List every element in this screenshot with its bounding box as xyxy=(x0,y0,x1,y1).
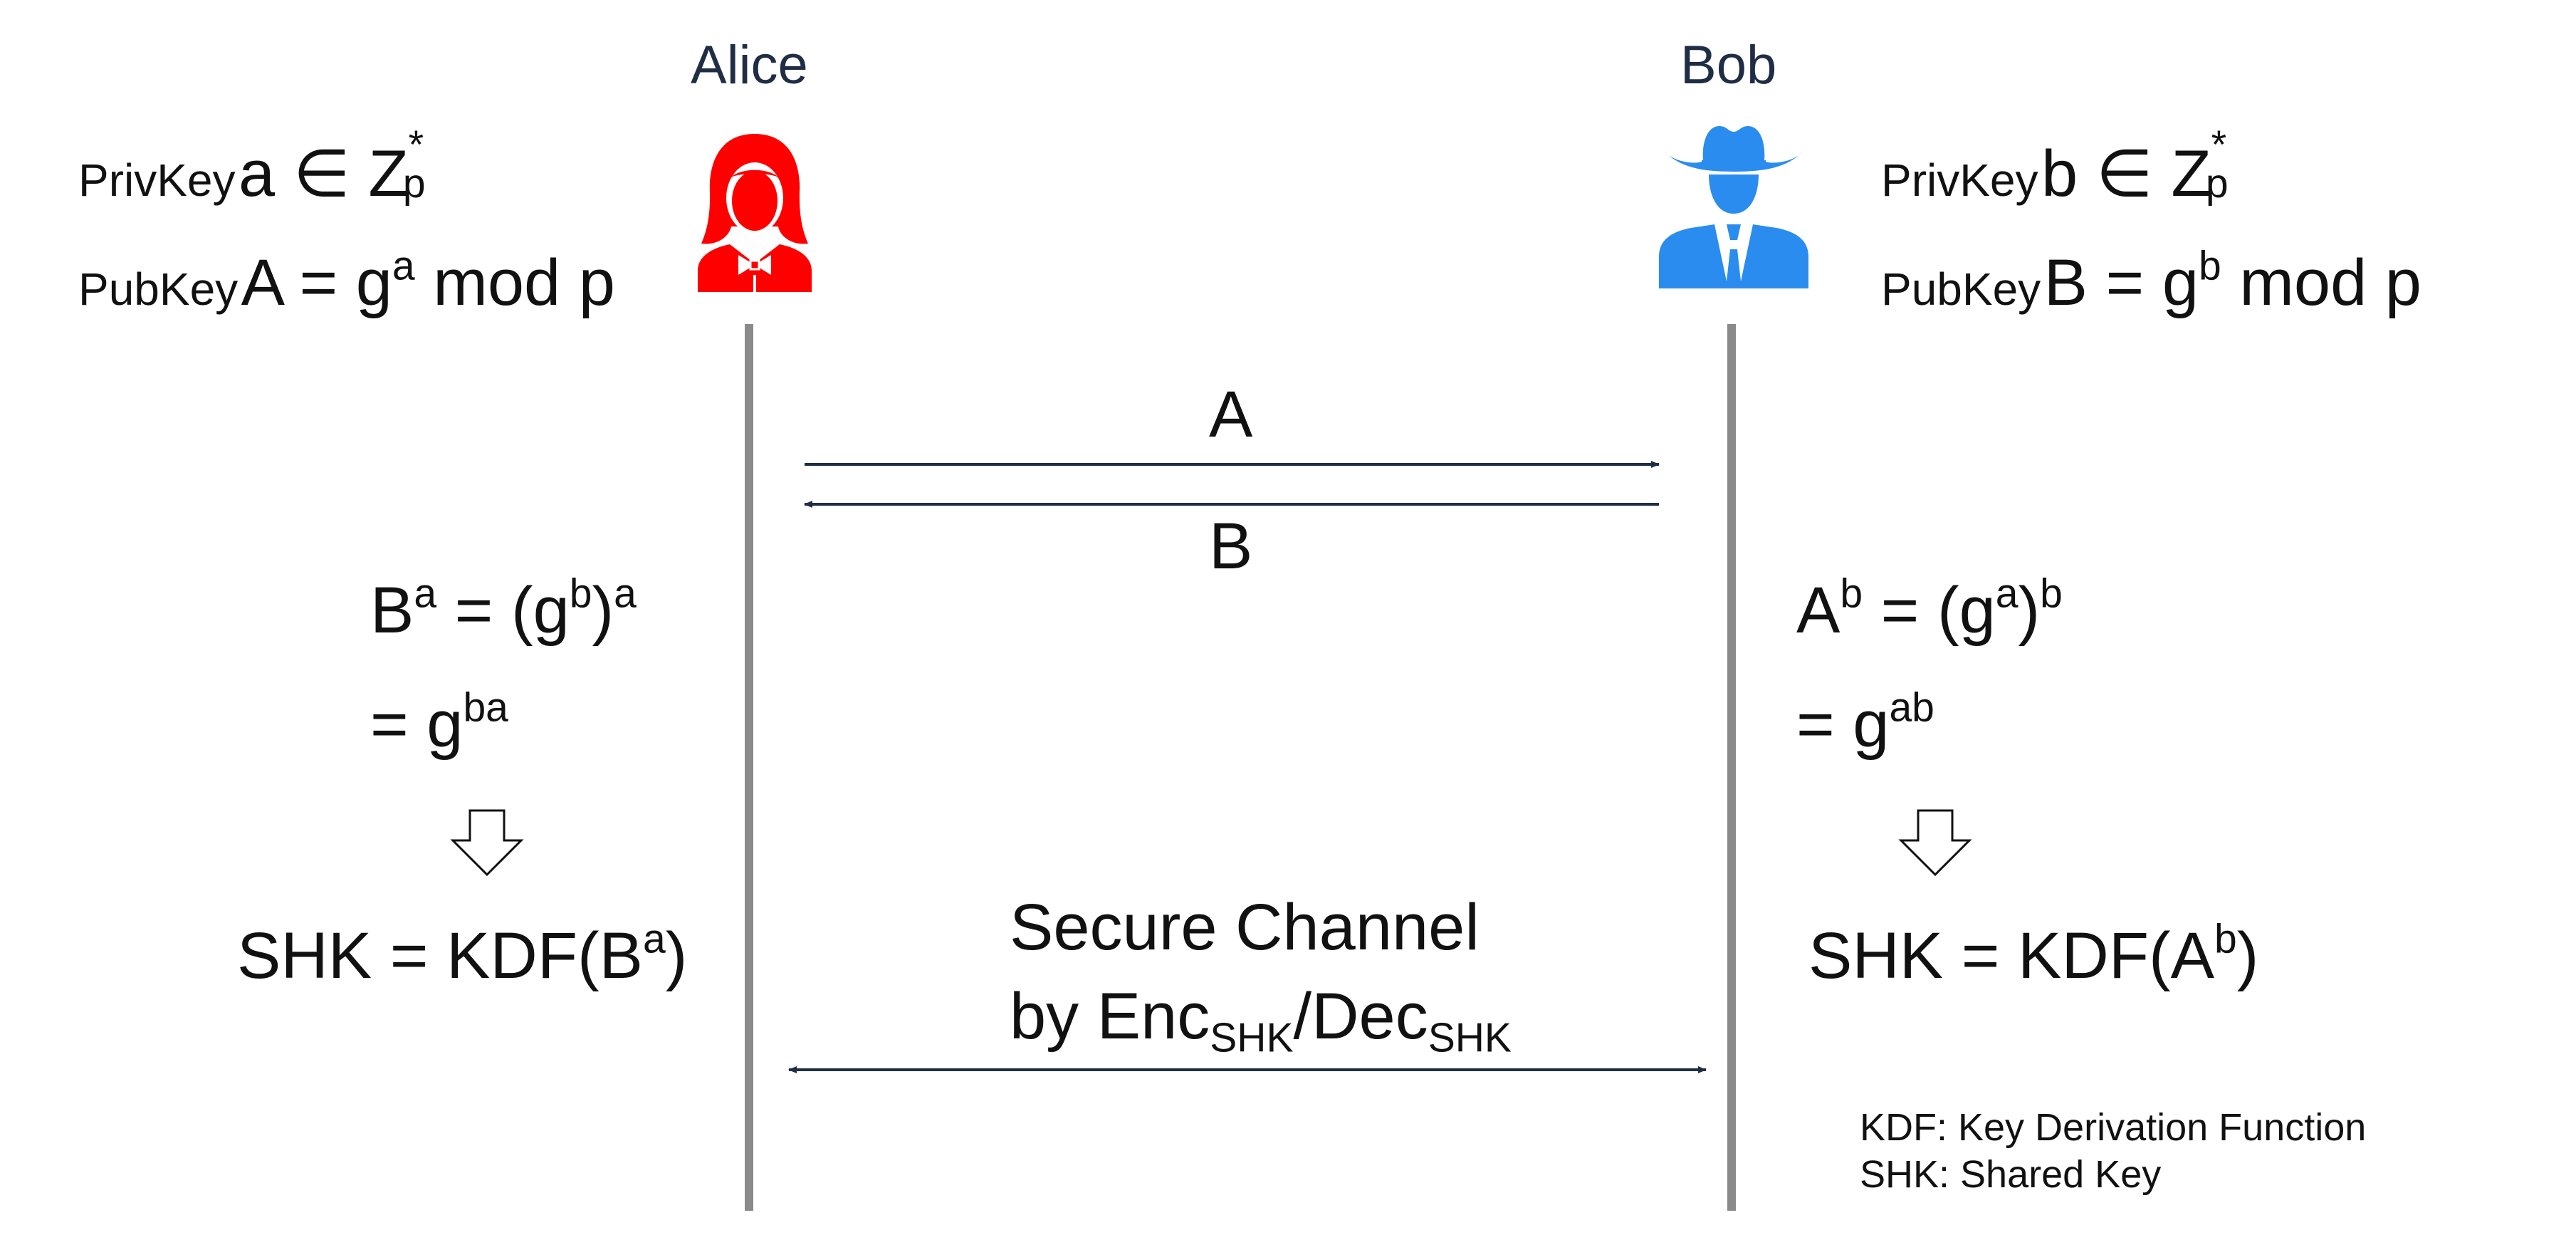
alice-lifeline xyxy=(745,324,753,1211)
bob-private-key: PrivKey b ∈ Z*p xyxy=(1881,122,2229,212)
cowboy-avatar-icon xyxy=(1659,126,1808,288)
alice-shared-key: SHK = KDF(Ba) xyxy=(237,916,688,992)
bob-shared-key: SHK = KDF(Ab) xyxy=(1808,916,2259,992)
bob-name: Bob xyxy=(1680,35,1777,95)
alice-calc-line2: = gba xyxy=(370,684,508,761)
alice-priv-label: PrivKey xyxy=(78,155,236,206)
alice-name: Alice xyxy=(691,35,808,95)
alice-priv-expr: a ∈ Z*p xyxy=(238,122,426,210)
down-arrow-icon xyxy=(450,809,524,877)
bob-calc-line1: Ab = (ga)b xyxy=(1796,570,2063,647)
woman-avatar-icon xyxy=(698,134,812,292)
bob-calc-line2: = gab xyxy=(1796,684,1934,761)
alice-calc-line1: Ba = (gb)a xyxy=(370,570,637,647)
alice-pub-expr: A = ga mod p xyxy=(241,243,615,319)
alice-public-key: PubKey A = ga mod p xyxy=(78,246,615,321)
message-a-label: A xyxy=(1209,378,1253,451)
down-arrow-icon xyxy=(1898,809,1972,877)
bob-priv-label: PrivKey xyxy=(1881,155,2038,206)
bob-pub-expr: B = gb mod p xyxy=(2043,243,2421,319)
alice-pub-label: PubKey xyxy=(78,264,239,315)
secure-channel-title: Secure Channel xyxy=(1010,891,1480,964)
alice-private-key: PrivKey a ∈ Z*p xyxy=(78,122,426,212)
legend-kdf: KDF: Key Derivation Function xyxy=(1860,1106,2367,1149)
bob-public-key: PubKey B = gb mod p xyxy=(1881,246,2421,321)
legend: KDF: Key Derivation Function SHK: Shared… xyxy=(1860,1104,2366,1198)
bob-lifeline xyxy=(1727,324,1736,1211)
bob-pub-label: PubKey xyxy=(1881,264,2041,315)
legend-shk: SHK: Shared Key xyxy=(1860,1153,2162,1196)
bob-priv-expr: b ∈ Z*p xyxy=(2041,122,2229,210)
message-b-label: B xyxy=(1209,510,1253,583)
secure-channel-method: by EncSHK/DecSHK xyxy=(1010,980,1512,1061)
